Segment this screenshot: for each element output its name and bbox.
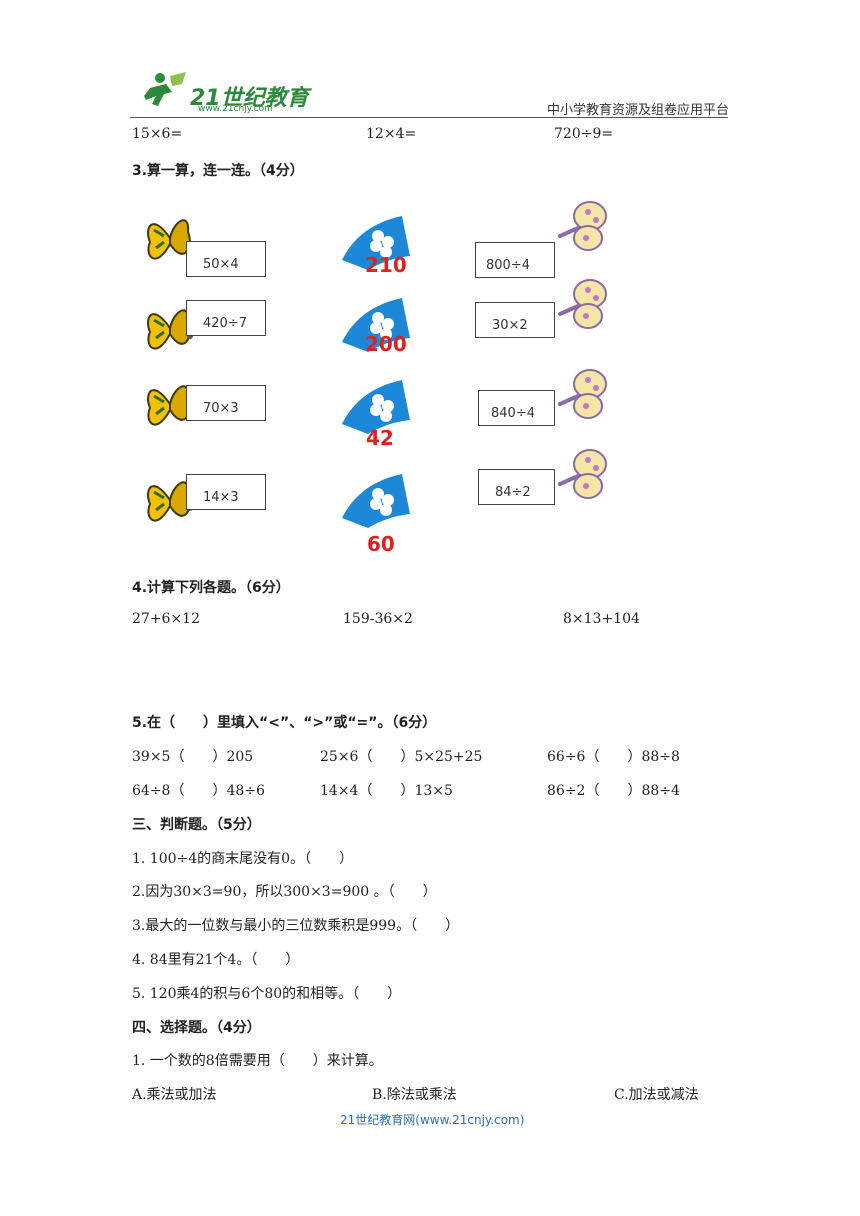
clover-fan-icon (342, 298, 410, 352)
right-box: 84÷2 (478, 469, 555, 505)
left-box: 70×3 (186, 385, 266, 421)
purple-butterfly-icon (558, 279, 607, 329)
yellow-butterfly-icon (147, 219, 193, 260)
yellow-butterfly-icon (147, 385, 193, 426)
clover-fan-icon (342, 216, 410, 270)
left-box: 420÷7 (186, 300, 266, 336)
runner-logo-icon (144, 72, 186, 106)
calc-item: 720÷9= (554, 126, 614, 142)
calc-item: 27+6×12 (132, 611, 200, 627)
yellow-butterfly-icon (147, 309, 193, 350)
compare-item: 39×5（ ）205 (132, 749, 254, 765)
footer-text: 21世纪教育网(www.21cnjy.com) (340, 1113, 525, 1127)
right-box: 800÷4 (475, 242, 555, 278)
judge-item: 4. 84里有21个4。（ ） (132, 952, 300, 968)
purple-butterfly-icon (558, 201, 607, 251)
compare-item: 86÷2（ ）88÷4 (547, 783, 680, 799)
judge-item: 5. 120乘4的积与6个80的和相等。（ ） (132, 986, 402, 1002)
choice-section-title: 四、选择题。（4分） (132, 1020, 261, 1036)
compare-item: 66÷6（ ）88÷8 (547, 749, 680, 765)
purple-butterfly-icon (558, 369, 607, 419)
number-label: 200 (365, 332, 407, 356)
calc-item: 12×4= (366, 126, 417, 142)
judge-item: 2.因为30×3=90，所以300×3=900 。（ ） (132, 884, 437, 900)
compare-item: 14×4（ ）13×5 (320, 783, 453, 799)
calc-item: 15×6= (132, 126, 183, 142)
calc-item: 8×13+104 (563, 611, 640, 627)
section4-title: 4.计算下列各题。（6分） (132, 580, 290, 596)
number-label: 210 (365, 253, 407, 277)
calc-item: 159-36×2 (343, 611, 413, 627)
clover-fan-icon (342, 474, 410, 528)
clover-fan-icon (342, 380, 410, 434)
compare-item: 64÷8（ ）48÷6 (132, 783, 265, 799)
header-platform-text: 中小学教育资源及组卷应用平台 (547, 103, 730, 118)
number-label: 60 (367, 532, 395, 556)
choice-option-c: C.加法或减法 (614, 1087, 699, 1103)
logo-text: 21世纪教育 (190, 86, 309, 111)
section3-title: 3.算一算，连一连。（4分） (132, 163, 304, 179)
right-box: 30×2 (475, 302, 555, 338)
logo-subtitle: www.21cnjy.com (198, 104, 273, 114)
judge-section-title: 三、判断题。（5分） (132, 817, 261, 833)
choice-option-b: B.除法或乘法 (372, 1087, 457, 1103)
section5-title: 5.在（ ）里填入“<”、“>”或“=”。（6分） (132, 715, 437, 731)
number-label: 42 (366, 426, 394, 450)
purple-butterfly-icon (558, 449, 607, 499)
judge-item: 3.最大的一位数与最小的三位数乘积是999。（ ） (132, 918, 460, 934)
judge-item: 1. 100÷4的商末尾没有0。（ ） (132, 851, 354, 867)
left-box: 50×4 (186, 241, 266, 277)
choice-question: 1. 一个数的8倍需要用（ ）来计算。 (132, 1053, 383, 1069)
compare-item: 25×6（ ）5×25+25 (320, 749, 483, 765)
header-divider (130, 117, 728, 118)
left-box: 14×3 (186, 474, 266, 510)
right-box: 840÷4 (478, 390, 555, 426)
choice-option-a: A.乘法或加法 (132, 1087, 217, 1103)
